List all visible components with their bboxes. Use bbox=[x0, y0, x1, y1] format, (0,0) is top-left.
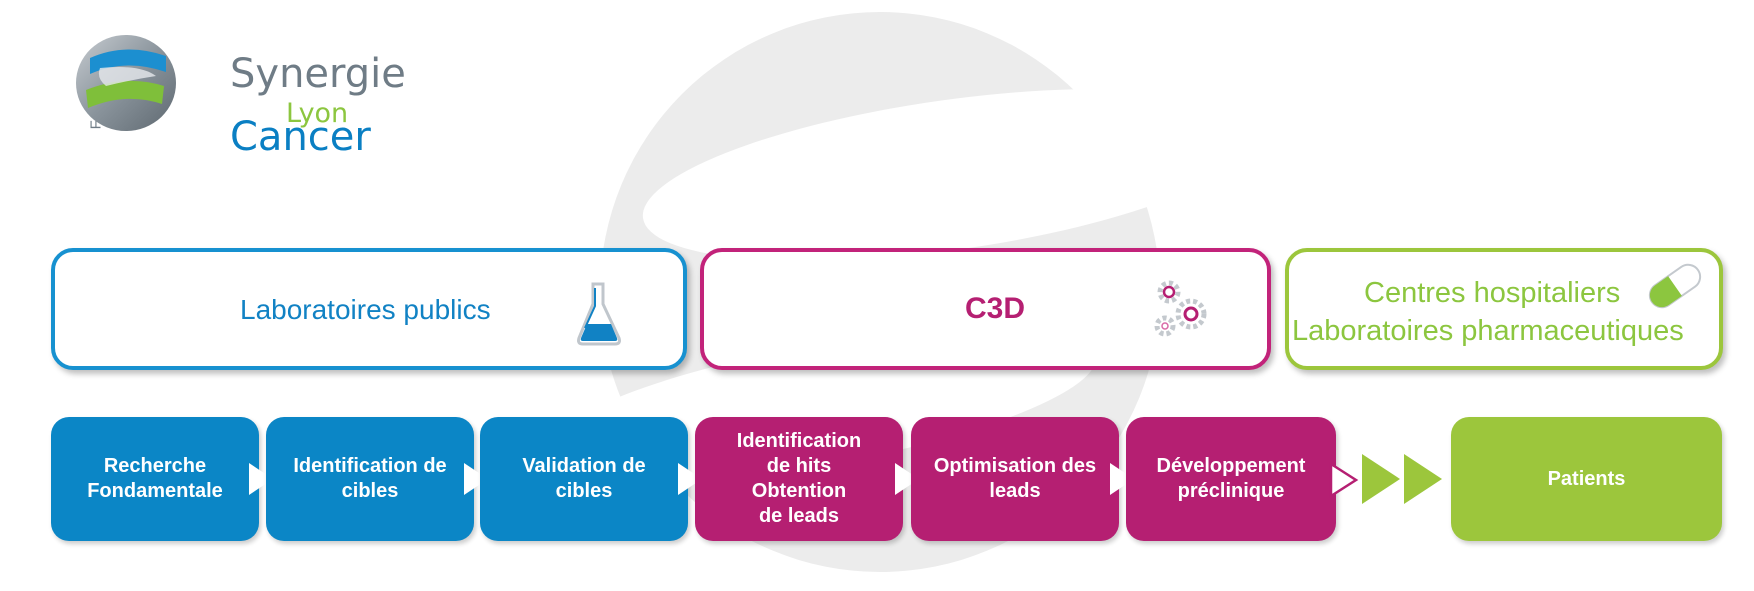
logo-cancer-text: Cancer bbox=[230, 114, 371, 160]
step-developpement-preclinique: Développement préclinique bbox=[1126, 417, 1336, 541]
logo-emblem-icon bbox=[76, 35, 176, 131]
gears-icon bbox=[1154, 280, 1207, 337]
sector-card-hospitals-pharma: Centres hospitaliers Laboratoires pharma… bbox=[1285, 248, 1723, 370]
sector-label: Laboratoires publics bbox=[240, 294, 491, 325]
step-label: Recherche Fondamentale bbox=[87, 455, 223, 502]
step-identification-cibles: Identification de cibles bbox=[266, 417, 474, 541]
chevron-arrow-icon bbox=[1362, 454, 1400, 504]
sector-label-line2: Laboratoires pharmaceutiques bbox=[1292, 315, 1684, 347]
step-patients: Patients bbox=[1451, 417, 1722, 541]
sector-label-line1: Centres hospitaliers bbox=[1364, 277, 1621, 309]
step-identification-hits: Identification de hits Obtention de lead… bbox=[695, 417, 903, 541]
flask-icon bbox=[577, 282, 621, 346]
logo-lyon-text: Lyon bbox=[286, 98, 349, 129]
step-optimisation-leads: Optimisation des leads bbox=[911, 417, 1119, 541]
sector-label: C3D bbox=[965, 292, 1026, 325]
step-recherche-fondamentale: Recherche Fondamentale bbox=[51, 417, 259, 541]
step-label: Développement préclinique bbox=[1156, 455, 1306, 502]
step-label: Optimisation des leads bbox=[933, 455, 1097, 502]
pill-icon bbox=[1648, 263, 1702, 309]
step-label: Validation de cibles bbox=[522, 455, 646, 502]
sector-card-c3d: C3D bbox=[700, 248, 1271, 370]
chevron-arrow-icon bbox=[1404, 454, 1442, 504]
step-label: Patients bbox=[1547, 467, 1626, 490]
sector-card-public-labs: Laboratoires publics bbox=[51, 248, 687, 370]
logo: Fondation Synergie Lyon Cancer bbox=[44, 24, 424, 157]
step-label: Identification de hits Obtention de lead… bbox=[736, 430, 862, 527]
step-validation-cibles: Validation de cibles bbox=[480, 417, 688, 541]
step-label: Identification de cibles bbox=[293, 455, 447, 502]
logo-synergie-text: Synergie bbox=[230, 51, 406, 97]
step-arrow-outline-icon bbox=[1329, 461, 1359, 499]
